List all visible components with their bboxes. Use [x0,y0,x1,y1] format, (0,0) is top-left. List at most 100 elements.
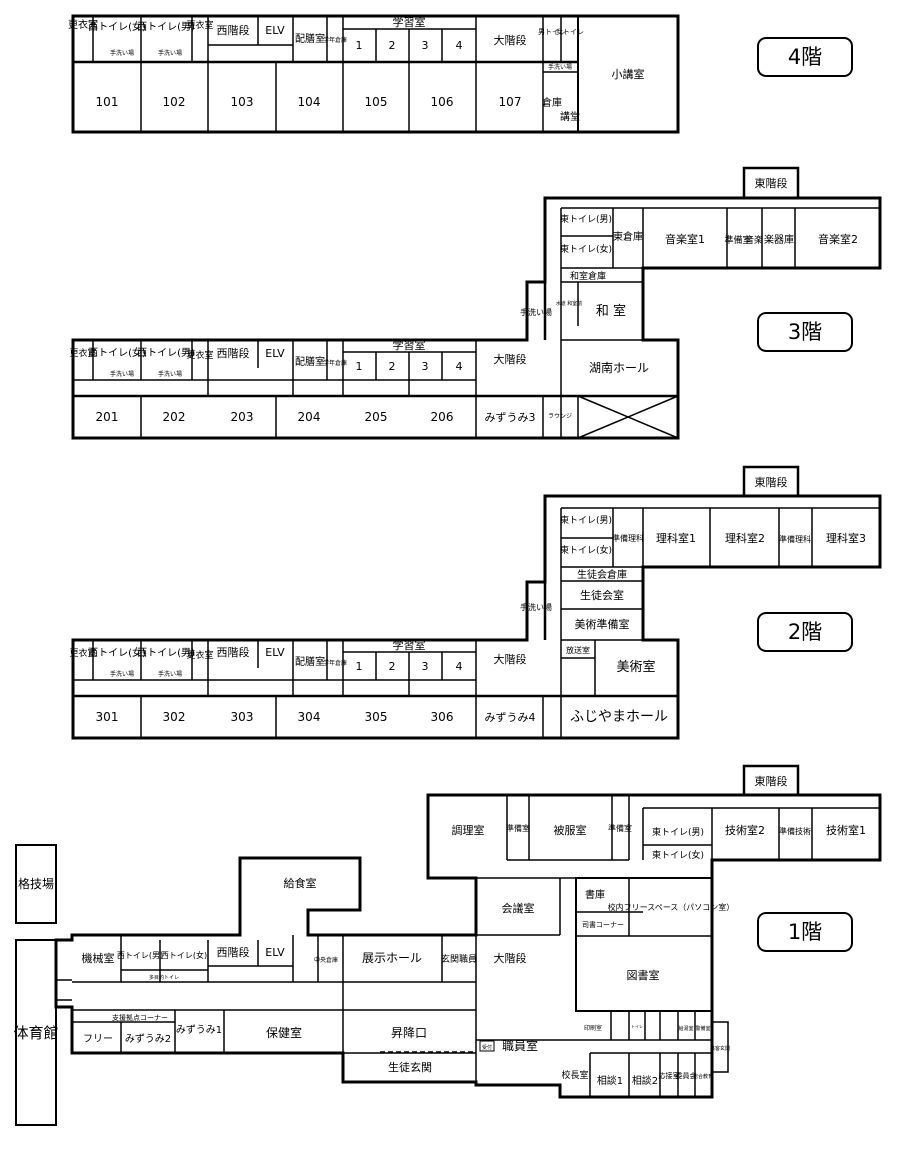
floor-badge-3: 3階 [757,312,853,352]
f1-west-toilet-m: 西トイレ(男) [117,951,163,960]
f4-handwash-b: 手洗い場 [158,49,182,57]
f4-souko: 倉庫 [542,96,562,109]
f4-room-102: 102 [163,95,186,109]
f1-soudan1: 相談1 [597,1074,623,1087]
f3-east-toilet-m: 東トイレ(男) [560,213,612,225]
f1-hifuku: 被服室 [554,823,587,837]
f4-sarashitsu2: 更衣室 [186,19,213,31]
f2-rika1: 理科室1 [656,531,696,545]
f3-handwash: 手洗い場 [520,307,552,317]
f1-hoken: 保健室 [266,1025,302,1040]
f2-bijutsu: 美術室 [616,659,655,675]
f3-mizuumi: みずうみ3 [485,411,536,424]
f4-gakushu: 学習室 [393,15,426,29]
f2-west-toilet-f: 西トイレ(女) [88,646,146,659]
f3-west-stairs: 西階段 [217,346,250,360]
f2-elv: ELV [265,646,285,659]
f2-room-301: 301 [96,710,119,724]
f1-free: フリー [83,1034,113,1045]
f3-elv: ELV [265,347,285,360]
f2-room-306: 306 [431,710,454,724]
f1-soudan2: 相談2 [632,1074,658,1087]
floor-badge-2: 2階 [757,612,853,652]
f2-housou: 放送室 [566,645,590,655]
f3-gakushu-1: 1 [356,360,363,373]
f3-east-stairs: 東階段 [755,176,788,190]
f1-west-toilet-f: 西トイレ(女) [161,950,207,960]
f3-gakushu-2: 2 [389,360,396,373]
f3-konan: 湖南ホール [589,360,649,375]
f1-genkan-staff: 玄関職員 [441,953,477,965]
f1-seito-genkan: 生徒玄関 [388,1060,432,1074]
f4-toilet-f: 女トイレ [556,27,584,36]
f2-gakushu-1: 1 [356,660,363,673]
floor-3: 東階段 東トイレ(男) 東トイレ(女) 東倉庫 音楽室1 準備室 音楽 楽器庫 … [69,166,882,440]
f4-handwash-c: 手洗い場 [548,63,572,71]
f4-room-107: 107 [499,95,522,109]
f3-room-206: 206 [431,410,454,424]
f1-kocho: 校長室 [561,1069,588,1081]
f2-gakushu: 学習室 [393,638,426,652]
f3-west-toilet-f: 西トイレ(女) [88,346,146,359]
f3-sarashitsu2: 更衣室 [186,349,213,361]
f2-room-303: 303 [231,710,254,724]
f4-haizen: 配膳室 [295,32,325,45]
f3-haizen: 配膳室 [295,355,325,368]
f2-sarashitsu: 更衣室 [69,647,96,659]
f2-sarashitsu2: 更衣室 [186,649,213,661]
f1-taiiku: 体育館 [13,1024,58,1042]
f1-east-toilet-m: 東トイレ(男) [652,826,704,838]
f2-gakushu-3: 3 [422,660,429,673]
f4-big-stairs: 大階段 [494,33,527,47]
f4-room-104: 104 [298,95,321,109]
f3-washitsu: 和 室 [596,303,626,319]
f2-room-304: 304 [298,710,321,724]
f2-bijutsu-jumbi: 美術準備室 [575,617,630,631]
f1-tenji: 展示ホール [362,951,422,965]
f1-east-toilet-f: 東トイレ(女) [652,849,704,861]
f2-east-toilet-f: 東トイレ(女) [560,544,612,556]
f3-washitsu-souko: 和室倉庫 [570,270,606,282]
f2-gakushu-4: 4 [456,660,463,673]
f1-sogo: 総合教育 [693,1073,713,1080]
f3-room-204: 204 [298,410,321,424]
f3-room-202: 202 [163,410,186,424]
f2-gakushu-2: 2 [389,660,396,673]
f1-free-space: 校内フリースペース（パソコン室） [608,902,735,912]
f3-handwash-a: 手洗い場 [110,370,134,378]
f1-big-stairs: 大階段 [494,951,527,965]
f4-room-106: 106 [431,95,454,109]
f4-gakushu-3: 3 [422,39,429,52]
f3-room-205: 205 [365,410,388,424]
f3-gakushu-3: 3 [422,360,429,373]
f2-east-toilet-m: 東トイレ(男) [560,514,612,526]
f1-kakugi: 格技場 [18,876,54,891]
f1-jumbi2: 準備室 [608,823,632,833]
f1-kyushoku: 給食室 [284,876,317,890]
f1-west-stairs: 西階段 [217,945,250,959]
f3-lounge: ラウンジ [548,412,572,420]
f3-gakushu: 学習室 [393,338,426,352]
f1-keibi: 警備室 [695,1025,710,1032]
f1-shokou: 昇降口 [391,1026,427,1040]
f3-big-stairs: 大階段 [494,352,527,366]
f3-ongaku: 音楽 [745,234,763,246]
floor-badge-4: 4階 [757,37,853,77]
f3-room-203: 203 [231,410,254,424]
f2-haizen: 配膳室 [295,655,325,668]
f1-elv: ELV [265,946,285,959]
f4-gakushu-2: 2 [389,39,396,52]
f4-west-stairs: 西階段 [217,23,250,37]
f4-small-lecture: 小講室 [612,67,645,81]
f4-gakunen: 学年倉庫 [323,36,347,44]
f1-iinkai: 委員会 [676,1071,697,1080]
f1-toshokan: 図書室 [627,968,660,982]
f1-mizuumi1: みずうみ1 [176,1024,222,1036]
f2-handwash-b: 手洗い場 [158,670,182,678]
f3-gakki: 楽器庫 [764,233,794,246]
f2-big-stairs: 大階段 [494,652,527,666]
f3-east-toilet-f: 東トイレ(女) [560,243,612,255]
f1-shoko: 書庫 [585,888,605,901]
f1-kikai: 機械室 [82,951,115,965]
